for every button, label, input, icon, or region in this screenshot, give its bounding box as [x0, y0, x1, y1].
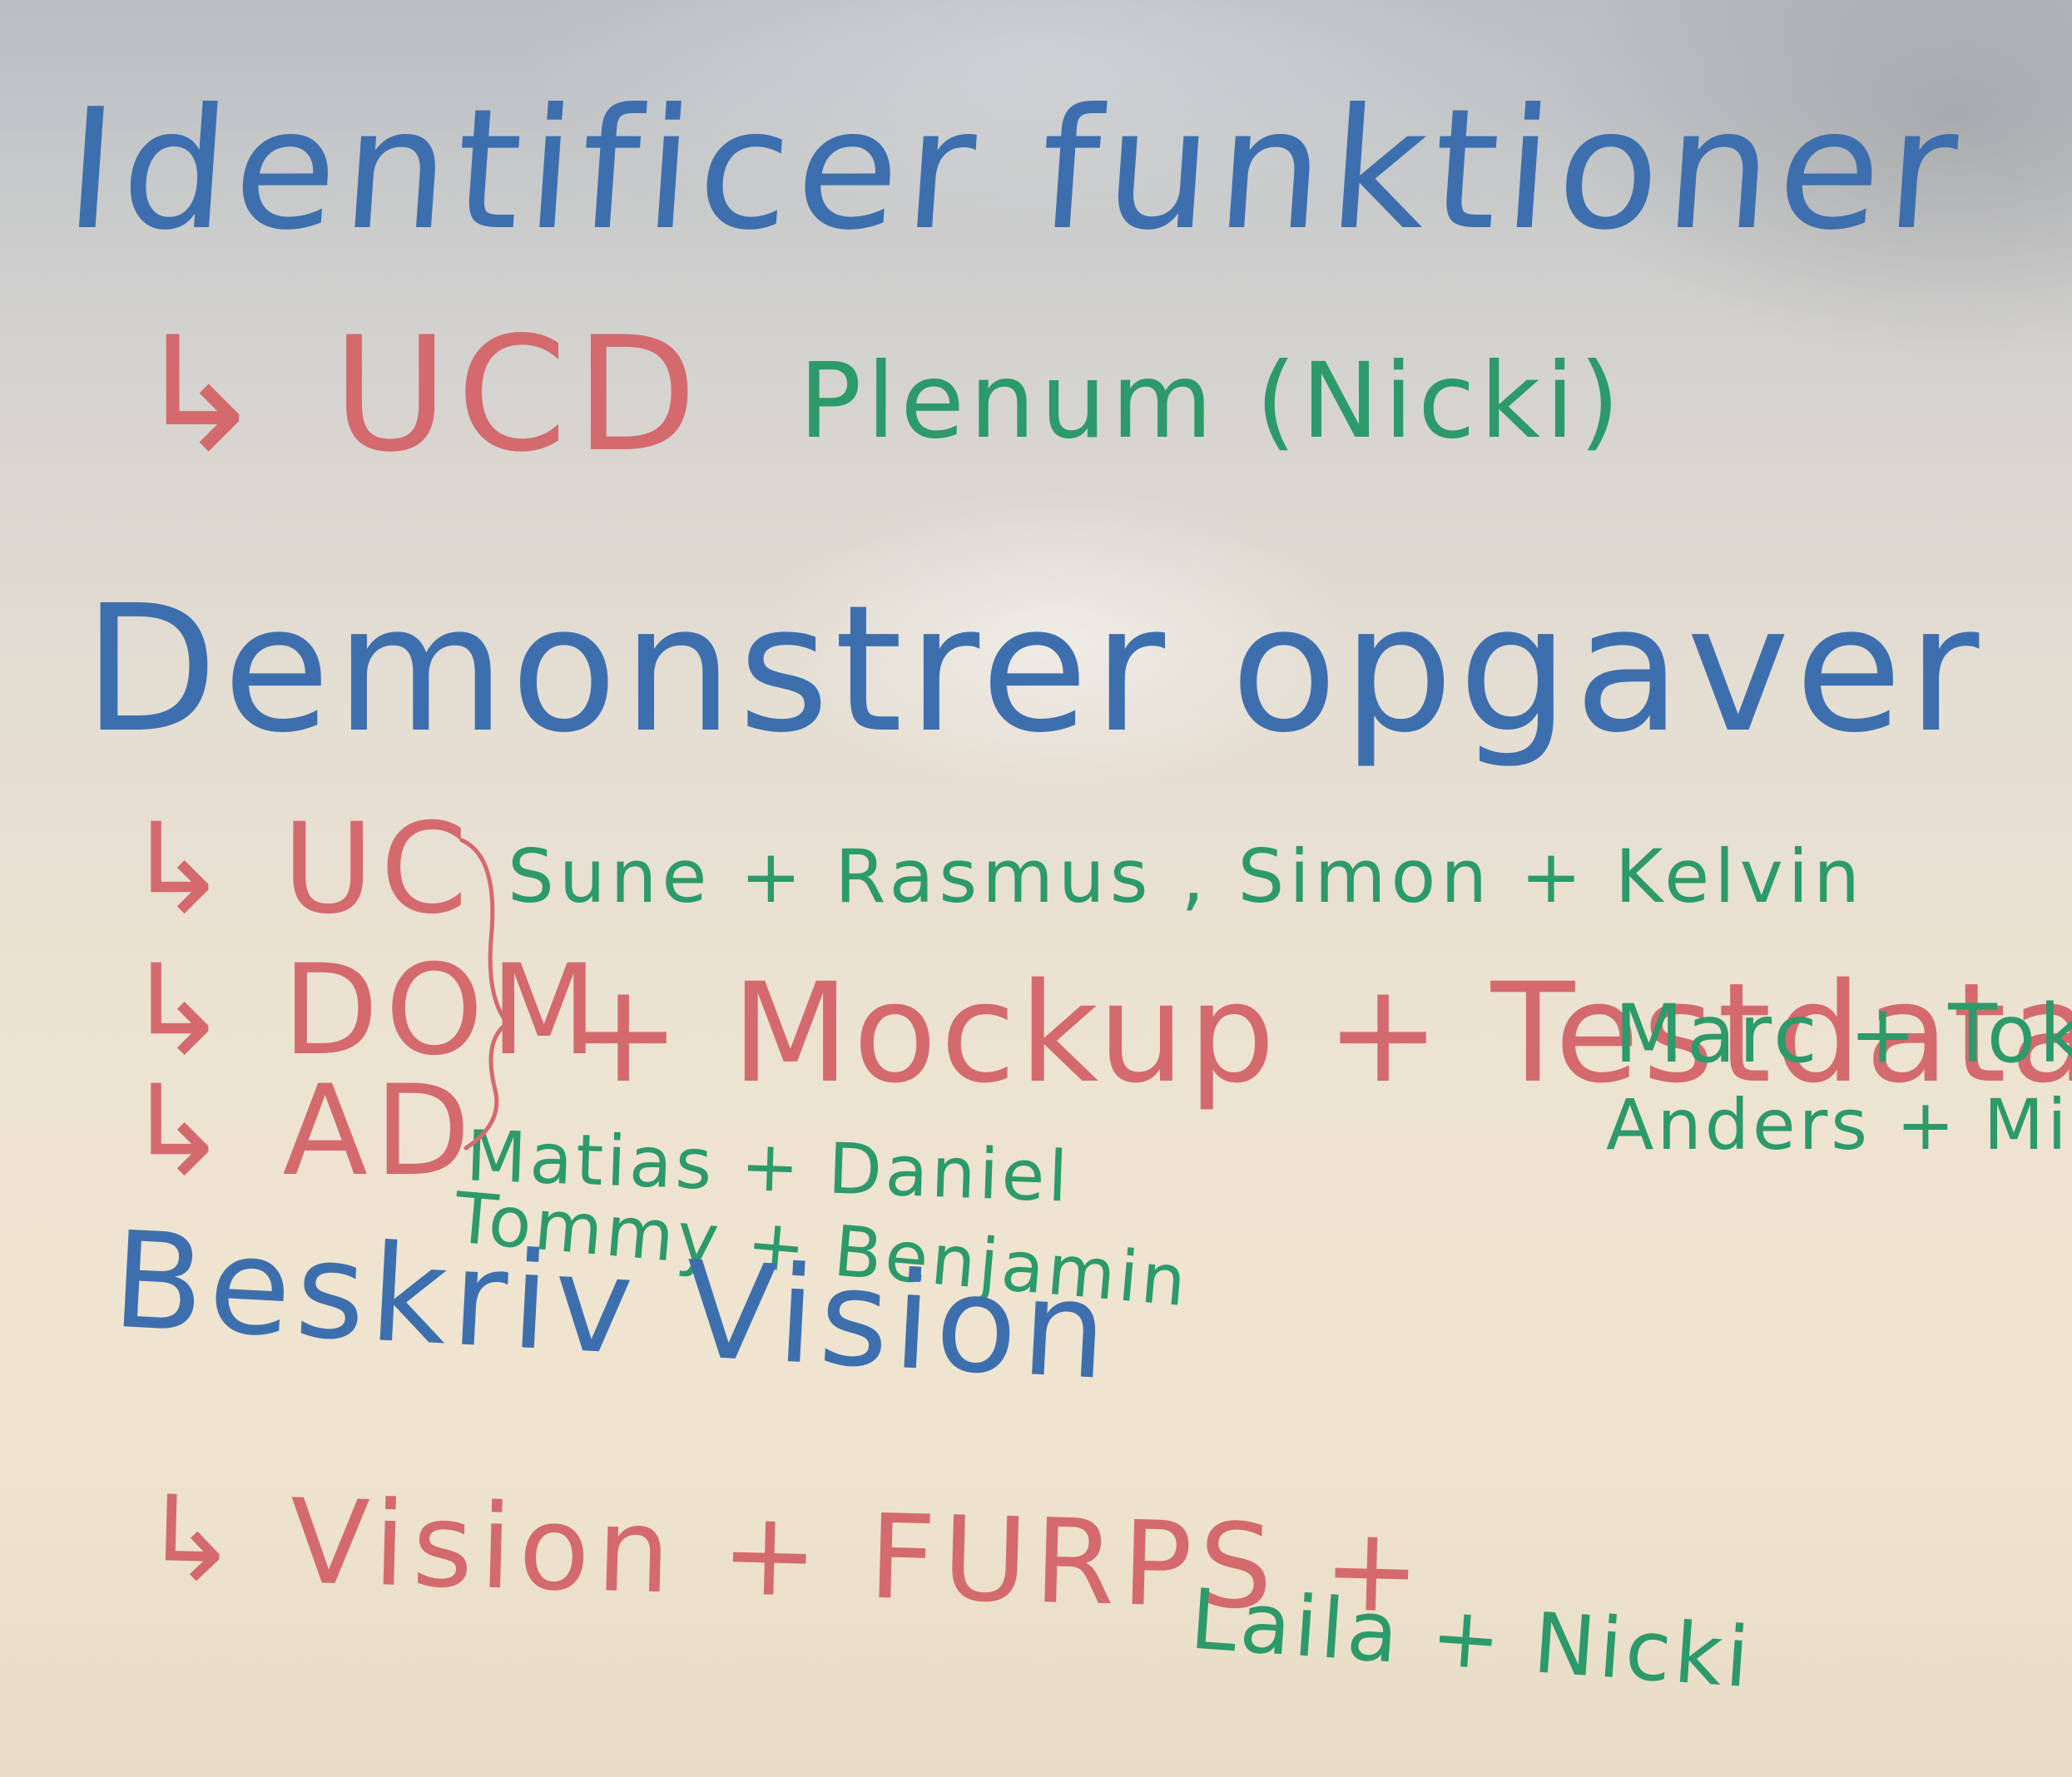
sub-item-ucd: ↳ UCD — [133, 303, 706, 487]
sub-item-mockup-testdata: + Mockup + Testdata — [566, 953, 2072, 1113]
brace-stroke — [459, 838, 511, 1151]
sub-item-uc: ↳ UC — [125, 797, 474, 942]
heading-demonstrer: Demonstrer opgaver — [83, 567, 1985, 771]
assignee-uc: Sune + Rasmus , Simon + Kelvin — [508, 834, 1866, 919]
sub-item-dom: ↳ DOM — [125, 938, 605, 1083]
assignee-anders: Anders + Mike — [1606, 1084, 2072, 1166]
assignee-plenum: Plenum (Nicki) — [799, 341, 1625, 462]
assignee-marc: Marc + Toke — [1614, 987, 2072, 1081]
sub-item-ad: ↳ AD — [125, 1059, 478, 1204]
